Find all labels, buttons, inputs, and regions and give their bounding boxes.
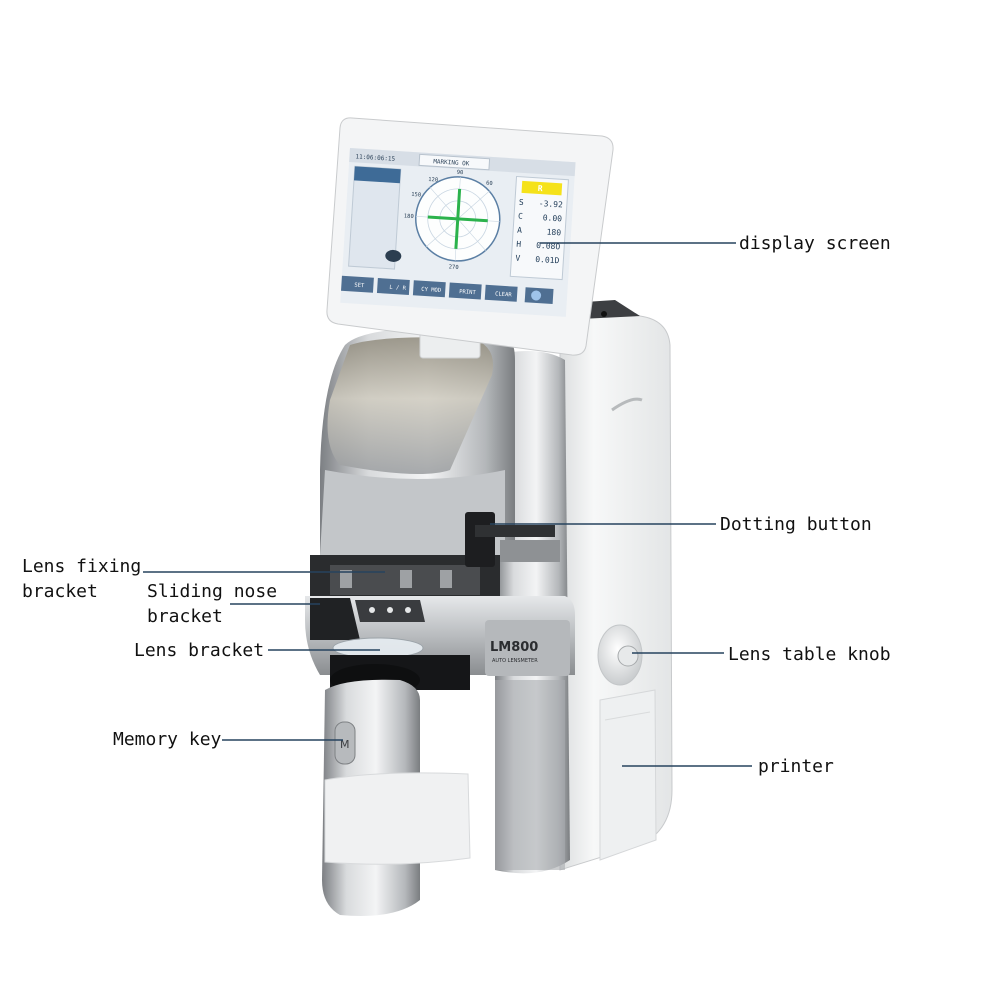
svg-text:CLEAR: CLEAR <box>495 291 513 298</box>
screen-status: MARKING OK <box>433 158 470 167</box>
reading-key: C <box>518 212 524 221</box>
svg-text:270: 270 <box>449 264 459 271</box>
svg-text:SET: SET <box>354 283 365 290</box>
model-subtitle: AUTO LENSMETER <box>492 658 538 664</box>
clear-button[interactable] <box>484 284 518 302</box>
lr-button[interactable] <box>376 278 410 295</box>
svg-text:180: 180 <box>404 214 414 221</box>
svg-text:150: 150 <box>411 192 421 199</box>
printer-door <box>599 689 657 861</box>
measuring-head <box>320 328 515 555</box>
label-sliding-nose-bracket-line2: bracket <box>147 606 223 627</box>
screen-time: 11:06:06:15 <box>355 153 395 163</box>
label-sliding-nose-bracket-line1: Sliding nose <box>147 581 278 602</box>
svg-text:60: 60 <box>486 181 493 187</box>
label-lens-fixing-bracket-line2: bracket <box>22 581 98 602</box>
reading-value: -3.92 <box>539 199 564 210</box>
label-dotting-button: Dotting button <box>720 514 872 535</box>
cy-mod-button[interactable] <box>412 280 446 298</box>
eye-badge <box>521 180 563 196</box>
set-button[interactable] <box>341 275 374 293</box>
reading-value: 0.00 <box>542 213 562 223</box>
label-lens-bracket: Lens bracket <box>134 640 265 661</box>
svg-text:90: 90 <box>456 170 463 176</box>
label-display-screen: display screen <box>739 233 891 254</box>
svg-text:120: 120 <box>428 177 438 184</box>
joystick-icon <box>385 249 402 262</box>
label-lens-fixing-bracket-line1: Lens fixing <box>22 556 142 577</box>
reading-key: V <box>515 254 521 263</box>
reading-key: S <box>519 198 525 207</box>
display-screen: 11:06:06:15 MARKING OK 90 60 120 150 180… <box>326 117 614 356</box>
screen-toolbar: SET L / R CY MOD PRINT CLEAR <box>341 275 554 305</box>
label-printer: printer <box>758 756 834 777</box>
label-lens-table-knob: Lens table knob <box>728 644 891 665</box>
model-label: LM800 <box>490 640 538 655</box>
label-memory-key: Memory key <box>113 729 222 750</box>
svg-text:M: M <box>340 738 350 751</box>
globe-icon <box>531 290 542 301</box>
reading-value: 180 <box>546 228 561 238</box>
lens-table-knob-shape <box>597 624 643 686</box>
eye-label: R <box>538 184 544 193</box>
svg-text:PRINT: PRINT <box>459 289 477 296</box>
dotting-button-shape <box>465 512 495 567</box>
svg-text:L / R: L / R <box>389 285 407 292</box>
memory-key-shape <box>334 721 356 765</box>
crosshair-horizontal <box>427 215 488 223</box>
svg-text:CY MOD: CY MOD <box>421 287 441 294</box>
reading-value: 0.08O <box>536 241 561 252</box>
print-button[interactable] <box>448 282 482 300</box>
reading-value: 0.01D <box>535 255 560 266</box>
reading-key: A <box>517 226 523 235</box>
reading-key: H <box>516 240 522 249</box>
leader-lines <box>143 242 752 767</box>
lower-base: M <box>322 679 471 916</box>
